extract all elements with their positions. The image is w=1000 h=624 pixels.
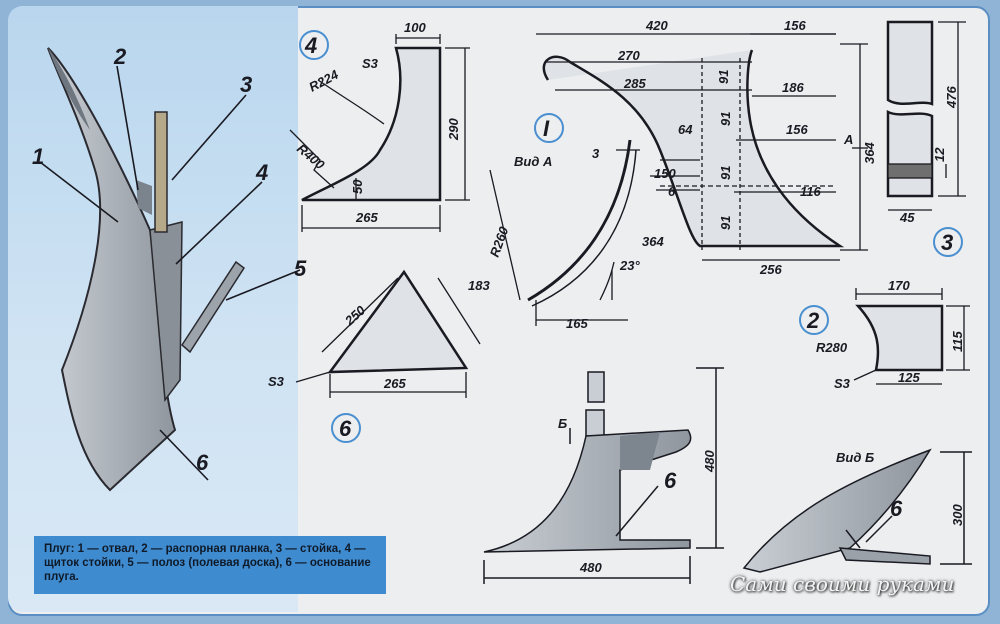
arrow-a-label: А bbox=[843, 132, 853, 147]
detail-3-number: 3 bbox=[941, 230, 953, 255]
detail-6-number: 6 bbox=[339, 416, 352, 441]
detail-3 bbox=[886, 20, 966, 211]
stand bbox=[154, 111, 168, 233]
dim-125: 125 bbox=[898, 370, 920, 385]
view-b-label: Вид Б bbox=[836, 450, 874, 465]
dim-r280: R280 bbox=[816, 340, 848, 355]
detail-4-number: 4 bbox=[304, 33, 317, 58]
dim-265-4: 265 bbox=[355, 210, 378, 225]
view-a bbox=[489, 139, 640, 326]
dim-364-arc: 364 bbox=[642, 234, 664, 249]
brace-bar bbox=[136, 180, 152, 215]
moldboard bbox=[47, 47, 177, 492]
label-5: 5 bbox=[294, 256, 307, 281]
dim-480w: 480 bbox=[579, 560, 602, 575]
dim-91d: 91 bbox=[718, 216, 733, 230]
dim-r260: R260 bbox=[487, 224, 512, 259]
detail-2 bbox=[853, 288, 970, 385]
dim-r400: R400 bbox=[294, 141, 328, 173]
dim-116: 116 bbox=[800, 184, 821, 199]
dim-64: 64 bbox=[678, 122, 693, 137]
label-2: 2 bbox=[113, 44, 127, 69]
detail-1-circle bbox=[534, 113, 564, 143]
dim-s3-4: S3 bbox=[362, 56, 379, 71]
plough-3d: 1 2 3 4 5 6 bbox=[32, 44, 307, 492]
view-b bbox=[742, 448, 972, 573]
base-assembly-front bbox=[483, 367, 724, 584]
dim-300: 300 bbox=[950, 504, 965, 526]
dim-256: 256 bbox=[759, 262, 782, 277]
figure-caption: Плуг: 1 — отвал, 2 — распорная планка, 3… bbox=[34, 536, 386, 594]
dim-476: 476 bbox=[944, 86, 959, 109]
dim-480h: 480 bbox=[702, 450, 717, 473]
moldboard-shadow bbox=[48, 48, 90, 130]
dim-12: 12 bbox=[932, 147, 947, 162]
label-6: 6 bbox=[196, 450, 209, 475]
dim-420: 420 bbox=[645, 18, 668, 33]
dim-165: 165 bbox=[566, 316, 588, 331]
dim-6: 6 bbox=[668, 184, 676, 199]
watermark: Сами своими руками bbox=[730, 572, 955, 596]
dim-156b: 156 bbox=[786, 122, 808, 137]
detail-6 bbox=[295, 269, 481, 398]
stand-shield bbox=[149, 221, 183, 403]
dim-290: 290 bbox=[446, 118, 461, 141]
dim-150: 150 bbox=[654, 166, 676, 181]
dim-3: 3 bbox=[592, 146, 600, 161]
label-1: 1 bbox=[32, 144, 44, 169]
dim-100: 100 bbox=[404, 20, 426, 35]
dim-23-deg: 23° bbox=[619, 258, 640, 273]
dim-265-6: 265 bbox=[383, 376, 406, 391]
dim-285: 285 bbox=[623, 76, 646, 91]
dim-186: 186 bbox=[782, 80, 804, 95]
detail-2-circle bbox=[799, 305, 829, 335]
detail-4 bbox=[289, 30, 470, 232]
label-4: 4 bbox=[255, 160, 268, 185]
dim-183: 183 bbox=[468, 278, 490, 293]
dim-115: 115 bbox=[950, 331, 965, 352]
dim-364: 364 bbox=[862, 142, 877, 164]
detail-6-circle bbox=[331, 413, 361, 443]
field-board bbox=[181, 260, 246, 354]
dim-s3-6: S3 bbox=[268, 374, 285, 389]
detail-1 bbox=[536, 33, 868, 261]
dim-91b: 91 bbox=[718, 112, 733, 126]
view-a-label: Вид А bbox=[514, 154, 552, 169]
detail-3-circle bbox=[933, 227, 963, 257]
detail-2-number: 2 bbox=[806, 308, 820, 333]
arrow-b-label: Б bbox=[558, 416, 567, 431]
dim-45: 45 bbox=[899, 210, 915, 225]
dim-270: 270 bbox=[617, 48, 640, 63]
dim-s3-2: S3 bbox=[834, 376, 851, 391]
base-label-6b: 6 bbox=[890, 496, 903, 521]
dim-91c: 91 bbox=[718, 166, 733, 180]
label-3: 3 bbox=[240, 72, 252, 97]
dim-170: 170 bbox=[888, 278, 910, 293]
dim-91a: 91 bbox=[716, 70, 731, 84]
base-label-6a: 6 bbox=[664, 468, 677, 493]
dim-r224: R224 bbox=[306, 66, 341, 94]
dim-156a: 156 bbox=[784, 18, 806, 33]
dim-50: 50 bbox=[350, 179, 365, 194]
detail-1-number: I bbox=[543, 116, 550, 141]
